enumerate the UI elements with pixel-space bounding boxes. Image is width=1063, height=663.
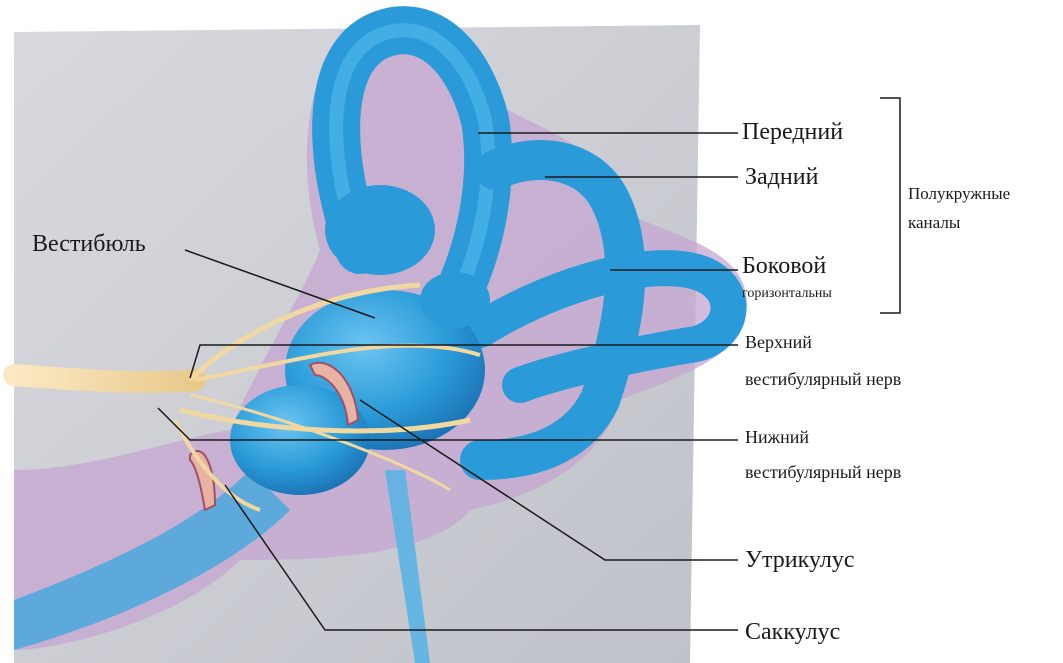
label-saccule: Саккулус	[745, 620, 840, 644]
label-inferior-nerve-line2: вестибулярный нерв	[745, 463, 901, 481]
label-superior-nerve-line1: Верхний	[745, 333, 812, 351]
label-superior-nerve-line2: вестибулярный нерв	[745, 370, 901, 388]
label-vestibule: Вестибюль	[32, 232, 146, 256]
label-utricle: Утрикулус	[745, 548, 855, 572]
label-inferior-nerve-line1: Нижний	[745, 428, 809, 446]
label-lateral-sub: горизонтальны	[742, 287, 832, 301]
label-anterior: Передний	[742, 120, 843, 144]
ampulla-lateral	[420, 272, 490, 328]
label-canals-line2: каналы	[908, 212, 960, 235]
ampulla-anterior	[325, 185, 435, 275]
label-canals-line1: Полукружные	[908, 183, 1010, 206]
nerve-main-trunk	[14, 375, 195, 382]
label-lateral: Боковой	[742, 254, 826, 278]
canals-bracket	[880, 98, 900, 313]
label-posterior: Задний	[745, 165, 818, 189]
